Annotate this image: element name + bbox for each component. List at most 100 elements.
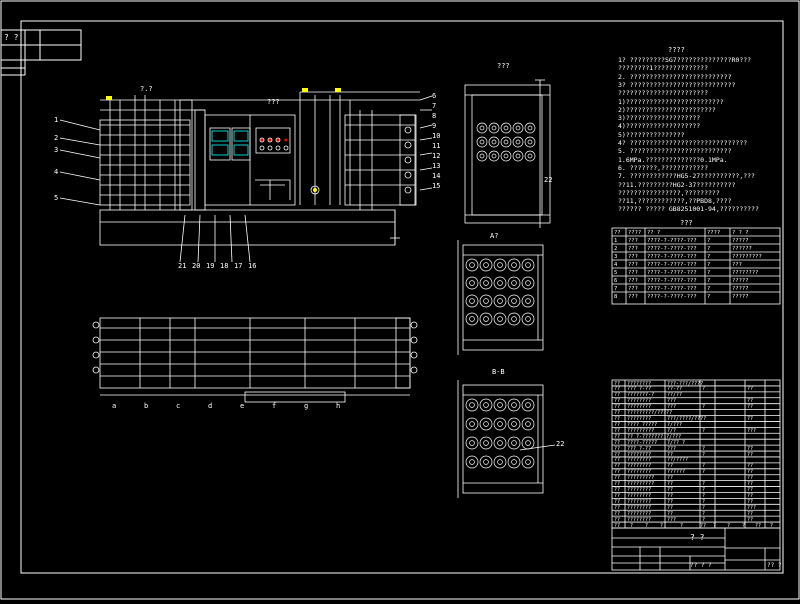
table-2-footer-cell: ? — [630, 522, 634, 529]
vessel-circle — [479, 276, 493, 290]
notes-title: ???? — [668, 46, 685, 54]
table-2-cell: ? — [702, 451, 706, 458]
table-1-cell: ????-?-????-??? — [647, 262, 697, 268]
table-2-cell: ? — [702, 504, 706, 511]
vessel-circle — [488, 122, 500, 134]
vessel-core — [469, 440, 475, 446]
table-2-cell: ?? — [747, 463, 754, 470]
table-1-grid — [611, 227, 781, 305]
table-2-cell: ?? — [747, 451, 754, 458]
title-block-sheet: ?? ? — [767, 562, 782, 569]
table-2-cell: ??? — [747, 504, 757, 511]
vessel-core — [483, 440, 489, 446]
vessel-core — [497, 316, 503, 322]
table-2-cell: ?? — [614, 498, 621, 505]
vessel-core — [511, 402, 517, 408]
note-line: 7. ????????????HG5-27??????????,??? — [618, 172, 755, 181]
vessel-circle — [507, 436, 521, 450]
vessel-circle — [512, 150, 524, 162]
table-2-cell: ?? — [614, 416, 621, 423]
table-2-cell: ?/??? — [667, 421, 683, 428]
vessel-core — [469, 298, 475, 304]
table-2-cell: ????????? — [627, 481, 655, 488]
vessel-core — [511, 421, 517, 427]
vessel-core — [497, 421, 503, 427]
table-1-cell: ????-?-????-??? — [647, 286, 697, 292]
table-2-cell: ? — [702, 510, 706, 517]
table-2-cell: ?? — [747, 475, 754, 482]
vessel-circle — [521, 398, 535, 412]
table-2-cell: ?????????/????? — [627, 410, 673, 417]
note-line: ????????????????,????????? — [618, 188, 720, 197]
table-2-cell: ???/????/???? — [667, 416, 707, 423]
vessel-circle — [479, 294, 493, 308]
table-1-cell: ??? — [628, 254, 638, 260]
vessel-core — [497, 280, 503, 286]
vessel-circle — [476, 122, 488, 134]
vessel-core — [491, 125, 497, 131]
table-2-cell: ???????? — [627, 380, 652, 387]
table-1-cell: ????-?-????-??? — [647, 254, 697, 260]
table-2-cell: ? — [702, 386, 706, 393]
table-2-cell: ? — [702, 516, 706, 523]
table-2-cell: ?? — [747, 469, 754, 476]
vessel-core — [497, 262, 503, 268]
vessel-circle — [507, 312, 521, 326]
table-2-cell: ?? — [747, 487, 754, 494]
table-1-cell: ????-?-????-??? — [647, 294, 697, 300]
vessel-circle — [465, 294, 479, 308]
table-2-cell: ?? — [614, 510, 621, 517]
vessel-circle — [493, 455, 507, 469]
table-2-cell: ?? — [747, 416, 754, 423]
table-2-cell: ?? — [614, 504, 621, 511]
table-1-cell: ????? — [732, 278, 749, 284]
table-2-cell: ????????? — [627, 427, 655, 434]
vessel-circle — [512, 122, 524, 134]
table-1-cell: ? — [707, 278, 711, 284]
table-2-cell: ? — [702, 427, 706, 434]
callout-right: 9 — [432, 122, 437, 130]
table-2-cell: ? — [702, 445, 706, 452]
vessel-circle — [479, 455, 493, 469]
vessel-circle — [465, 312, 479, 326]
inner-border — [20, 20, 784, 574]
title-block-grid — [611, 527, 781, 571]
vessel-circle — [476, 150, 488, 162]
table-2-cell: ?? — [747, 404, 754, 411]
table-2-cell: ?? — [667, 475, 674, 482]
vessel-circle — [507, 417, 521, 431]
table-1-cell: ????? — [732, 238, 749, 244]
vessel-core — [525, 298, 531, 304]
callout-bottom: 20 — [192, 262, 201, 270]
vessel-core — [483, 298, 489, 304]
table-2-cell: ?? — [747, 492, 754, 499]
vessel-circle — [507, 398, 521, 412]
table-2-cell: ?? — [614, 487, 621, 494]
table-2-cell: ?? — [614, 463, 621, 470]
table-1-cell: ??? — [628, 238, 638, 244]
vessel-core — [511, 459, 517, 465]
note-line: ??????????????????????? — [618, 89, 709, 98]
vessel-core — [525, 262, 531, 268]
table-2-cell: ?????? — [667, 469, 686, 476]
vessel-core — [469, 402, 475, 408]
table-2-cell: ?? — [747, 510, 754, 517]
section-a-title: A? — [490, 232, 499, 240]
note-line: 4? ?????????????????????????????? — [618, 139, 748, 147]
table-2-cell: ?? — [614, 380, 621, 387]
table-2-footer-cell: ? — [742, 522, 746, 529]
callout-right: 6 — [432, 92, 437, 100]
vessel-circle — [521, 417, 535, 431]
table-1-cell: ????? — [732, 286, 749, 292]
vessel-core — [483, 280, 489, 286]
section-a — [457, 240, 544, 355]
table-2-cell: ?? — [614, 398, 621, 405]
note-line: ?????? ????? GB8251001-94,?????????? — [618, 205, 759, 214]
vessel-core — [503, 153, 509, 159]
table-2-cell: ?? — [614, 475, 621, 482]
control-panel-outline — [204, 114, 296, 206]
table-1-cell: ? — [707, 254, 711, 260]
vessel-circle — [507, 455, 521, 469]
table-1-header-cell: ???? — [707, 230, 721, 236]
vessel-core — [483, 262, 489, 268]
